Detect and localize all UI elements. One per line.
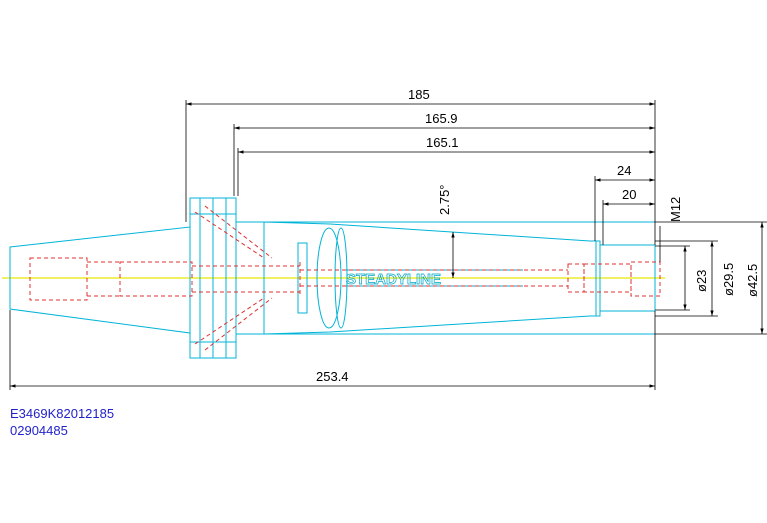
dim-dia-2: ø29.5 xyxy=(721,263,736,296)
dim-overall-length: 253.4 xyxy=(316,369,349,384)
order-code: 02904485 xyxy=(10,423,68,438)
dim-total-length: 185 xyxy=(408,87,430,102)
dim-thread: M12 xyxy=(668,197,683,222)
part-number: E3469K82012185 xyxy=(10,406,114,421)
dim-length-3: 165.1 xyxy=(426,135,459,150)
dim-taper-angle: 2.75° xyxy=(437,184,452,215)
tool-holder-outline xyxy=(9,197,656,359)
brand-lettering: STEADYLINE xyxy=(346,271,441,288)
dimension-lines xyxy=(9,100,767,390)
dim-nose-length-1: 24 xyxy=(617,163,631,178)
internal-bore-hidden-lines xyxy=(29,205,661,351)
dim-dia-1: ø23 xyxy=(694,270,709,292)
dim-length-2: 165.9 xyxy=(425,111,458,126)
dim-dia-3: ø42.5 xyxy=(745,264,760,297)
dim-nose-length-2: 20 xyxy=(622,187,636,202)
